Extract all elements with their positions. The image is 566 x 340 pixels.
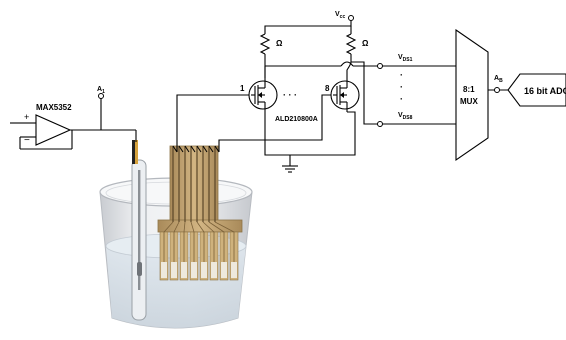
adc-label: 16 bit ADC: [524, 86, 566, 96]
wire-a1: A1: [70, 86, 137, 142]
svg-text:·: ·: [400, 94, 403, 104]
vcc-label: Vcc: [335, 11, 345, 20]
mux-8to1: 8:1 MUX: [455, 28, 489, 162]
vds8-label: VDS8: [398, 112, 413, 121]
vds8-net: VDS8: [351, 61, 456, 127]
resistor-1: Ω: [259, 33, 283, 78]
mosfet-8-drain: [346, 61, 352, 78]
ground-net: [264, 111, 356, 173]
mosfet-8-index: 8: [325, 84, 330, 93]
opamp-max5352: + − MAX5352: [10, 103, 73, 150]
vds1-label: VDS1: [398, 54, 413, 63]
a1-label: A1: [97, 86, 105, 95]
mosfet-1-index: 1: [240, 84, 245, 93]
resistor-2: Ω: [345, 33, 369, 62]
opamp-minus: −: [24, 135, 30, 146]
chip-label: ALD210800A: [275, 116, 318, 123]
reference-electrode: [131, 140, 147, 321]
vcc-rail: Vcc: [264, 11, 354, 34]
svg-text:·: ·: [400, 82, 403, 92]
mux-label-2: MUX: [460, 97, 478, 106]
resistor-1-label: Ω: [276, 39, 283, 48]
sensor-array: [157, 145, 243, 281]
opamp-label: MAX5352: [36, 103, 72, 112]
svg-text:·: ·: [400, 70, 403, 80]
mosfet-8: 8: [325, 78, 360, 112]
vds-dots: · · ·: [400, 70, 403, 104]
vds1-net: VDS1: [264, 54, 456, 78]
mosfet-1: 1: [240, 78, 278, 112]
resistor-2-label: Ω: [362, 39, 369, 48]
ab-net: AB: [488, 75, 508, 93]
opamp-plus: +: [24, 112, 29, 122]
adc-block: 16 bit ADC: [507, 73, 566, 107]
wire-gates: [176, 94, 333, 152]
mosfet-dots: · · ·: [283, 90, 297, 100]
ab-label: AB: [494, 75, 503, 84]
mux-label-1: 8:1: [463, 85, 475, 94]
